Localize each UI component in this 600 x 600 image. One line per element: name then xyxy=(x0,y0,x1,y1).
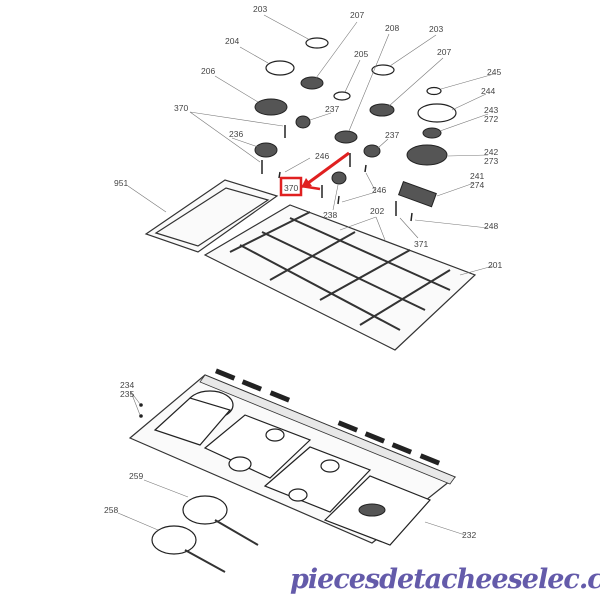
label-273: 273 xyxy=(484,156,498,166)
burner-parts xyxy=(254,37,457,222)
label-207: 207 xyxy=(437,47,451,57)
cap-207a xyxy=(300,76,324,90)
burner-241 xyxy=(397,180,437,208)
label-208: 208 xyxy=(385,23,399,33)
label-241: 241 xyxy=(470,171,484,181)
label-202: 202 xyxy=(370,206,384,216)
label-201: 201 xyxy=(488,260,502,270)
label-248: 248 xyxy=(484,221,498,231)
cap-206 xyxy=(254,98,288,116)
part-labels: 203 207 204 208 203 205 207 245 206 244 … xyxy=(104,4,502,540)
label-232: 232 xyxy=(462,530,476,540)
highlight-370 xyxy=(279,151,350,197)
ring-244 xyxy=(417,103,457,123)
label-235: 235 xyxy=(120,389,134,399)
label-246: 246 xyxy=(315,151,329,161)
ring-245 xyxy=(426,86,442,96)
label-370: 370 xyxy=(174,103,188,113)
label-205: 205 xyxy=(354,49,368,59)
label-246: 246 xyxy=(372,185,386,195)
base-236 xyxy=(254,142,278,158)
ring-259 xyxy=(182,495,228,525)
cap-243 xyxy=(422,127,442,139)
label-245: 245 xyxy=(487,67,501,77)
base-238 xyxy=(331,171,347,185)
label-237: 237 xyxy=(385,130,399,140)
label-242: 242 xyxy=(484,147,498,157)
ring-205 xyxy=(333,91,351,101)
label-236: 236 xyxy=(229,129,243,139)
hob-top-assembly xyxy=(144,179,477,351)
label-234: 234 xyxy=(120,380,134,390)
ring-203b xyxy=(371,64,395,76)
burner-242 xyxy=(406,144,448,166)
label-206: 206 xyxy=(201,66,215,76)
label-203: 203 xyxy=(253,4,267,14)
label-243: 243 xyxy=(484,105,498,115)
cap-208 xyxy=(334,130,358,144)
cap-207b xyxy=(369,103,395,117)
ring-204 xyxy=(265,60,295,76)
base-237a xyxy=(295,115,311,129)
label-370-highlighted: 370 xyxy=(284,183,298,193)
label-204: 204 xyxy=(225,36,239,46)
ring-258 xyxy=(151,525,197,555)
label-272: 272 xyxy=(484,114,498,124)
grate-202 xyxy=(203,204,477,351)
simmer-rings xyxy=(151,495,259,573)
drip-tray-232 xyxy=(128,368,457,546)
label-259: 259 xyxy=(129,471,143,481)
label-274: 274 xyxy=(470,180,484,190)
label-203: 203 xyxy=(429,24,443,34)
label-258: 258 xyxy=(104,505,118,515)
label-237: 237 xyxy=(325,104,339,114)
label-244: 244 xyxy=(481,86,495,96)
label-207: 207 xyxy=(350,10,364,20)
label-371: 371 xyxy=(414,239,428,249)
ring-203a xyxy=(305,37,329,49)
label-238: 238 xyxy=(323,210,337,220)
label-951: 951 xyxy=(114,178,128,188)
base-237b xyxy=(363,144,381,158)
watermark: piecesdetacheeselec.com xyxy=(290,564,600,595)
